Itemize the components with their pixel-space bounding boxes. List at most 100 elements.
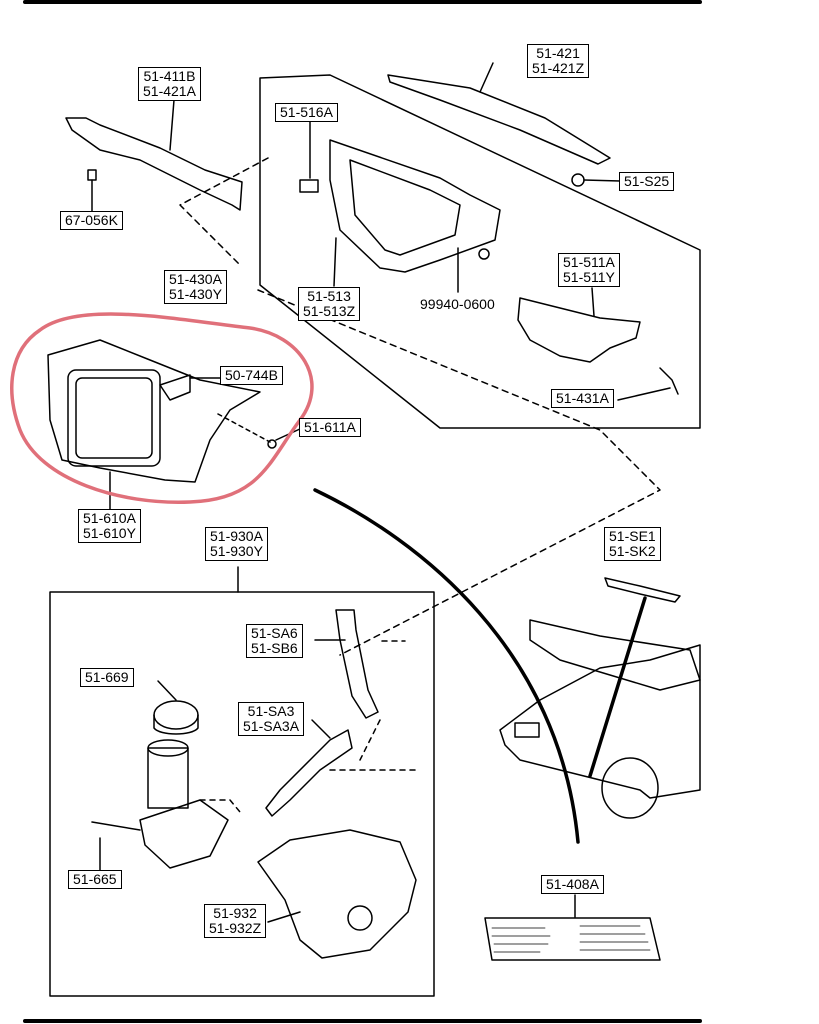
highlight-circle (10, 312, 314, 504)
part-number: 51-421A (143, 83, 196, 99)
part-label-51-516a: 51-516A (275, 103, 338, 122)
lamp-socket (299, 179, 319, 193)
part-number: 51-SA3A (243, 718, 300, 734)
leader-511a (591, 287, 595, 317)
leader-431a (617, 387, 671, 401)
part-label-51-611a: 51-611A (299, 418, 361, 437)
motor-cap (153, 700, 199, 730)
screw-99940 (478, 248, 490, 260)
part-number: 51-513Z (303, 303, 356, 319)
part-number: 51-932Z (209, 920, 262, 936)
part-number: 51-665 (73, 871, 117, 887)
part-number: 51-411B (143, 68, 196, 84)
part-label-50-744b: 50-744B (220, 366, 283, 385)
part-number: 51-930Y (210, 543, 263, 559)
lamp-housing-inner (349, 159, 461, 256)
screw-611a (267, 439, 277, 449)
part-number: 51-SK2 (609, 543, 656, 559)
leader-sa3 (311, 719, 331, 739)
leader-669 (157, 680, 177, 701)
car-wheel (601, 757, 659, 819)
label-plate (484, 917, 661, 961)
bolt-431a (659, 367, 679, 395)
part-number-99940: 99940-0600 (420, 296, 495, 312)
part-label-51-430a: 51-430A 51-430Y (164, 270, 227, 304)
part-number: 51-610Y (83, 525, 136, 541)
lamp-housing (329, 139, 501, 273)
motor-cap-side (153, 714, 199, 735)
leader-s25 (583, 179, 621, 182)
car-hood (529, 619, 701, 691)
link-sa6 (335, 609, 379, 719)
motor-body (147, 747, 189, 809)
part-number: 51-SA6 (251, 625, 298, 641)
seal-strip (604, 577, 681, 603)
part-label-51-421: 51-421 51-421Z (527, 44, 590, 78)
leader-513 (333, 237, 337, 287)
part-number: 51-669 (85, 669, 129, 685)
motor-bracket (257, 829, 417, 959)
part-number: 51-430Y (169, 286, 222, 302)
part-label-51-sa6: 51-SA6 51-SB6 (246, 624, 303, 658)
part-number: 51-431A (556, 390, 609, 406)
part-number: 51-610A (83, 510, 136, 526)
part-number: 51-SB6 (251, 640, 298, 656)
part-label-51-511a: 51-511A 51-511Y (558, 253, 620, 287)
clip-50-744b (159, 374, 191, 401)
part-number: 51-516A (280, 104, 333, 120)
leader-421 (479, 62, 494, 93)
part-number: 51-421 (536, 45, 580, 61)
part-label-51-s25: 51-S25 (619, 172, 675, 191)
headlamp-group-outline (259, 74, 701, 429)
garnish-lens-inner (75, 377, 153, 459)
arrow-curve-se1 (588, 596, 647, 778)
part-label-51-665: 51-665 (68, 870, 122, 889)
link-sa3 (265, 729, 353, 817)
car-body (499, 644, 701, 799)
mount-bracket (517, 297, 641, 363)
screw-axis (217, 413, 271, 443)
part-number: 51-408A (546, 876, 599, 892)
part-label-51-610a: 51-610A 51-610Y (78, 509, 141, 543)
part-number: 51-930A (210, 528, 263, 544)
part-number: 51-511Y (563, 269, 615, 285)
leader-932 (267, 911, 301, 923)
screw-67-056k (87, 169, 97, 181)
part-number: 51-932 (213, 905, 257, 921)
part-label-51-408a: 51-408A (541, 875, 604, 894)
car-headlamp-left (514, 722, 540, 738)
bracket-strip (65, 117, 243, 211)
part-number: 51-SA3 (247, 703, 295, 719)
part-label-51-sa3: 51-SA3 51-SA3A (238, 702, 305, 736)
bolt-665 (91, 821, 141, 831)
leader-411b (169, 99, 175, 151)
dashed-leader (199, 640, 421, 813)
part-label-67-056k: 67-056K (60, 211, 123, 230)
part-number: 51-S25 (624, 173, 670, 189)
motor-top (147, 739, 189, 757)
part-number: 67-056K (65, 212, 118, 228)
part-label-51-411b: 51-411B 51-421A (138, 67, 201, 101)
part-label-51-930a: 51-930A 51-930Y (205, 527, 268, 561)
part-number: 51-421Z (532, 60, 585, 76)
label-plate-text-lines (491, 925, 651, 953)
part-label-51-513: 51-513 51-513Z (298, 287, 361, 321)
garnish-lens (67, 369, 161, 467)
dashed-chain (179, 157, 661, 656)
garnish-body (47, 339, 261, 483)
part-number: 51-SE1 (609, 528, 656, 544)
part-number: 51-511A (563, 254, 615, 270)
part-label-51-431a: 51-431A (551, 389, 614, 408)
arrow-curve-main (313, 488, 580, 844)
part-label-51-932: 51-932 51-932Z (204, 904, 267, 938)
part-label-51-669: 51-669 (80, 668, 134, 687)
part-number: 50-744B (225, 367, 278, 383)
motor-group-outline (49, 591, 435, 997)
bracket-hole (347, 905, 373, 931)
part-number: 51-430A (169, 271, 222, 287)
cover-strip (387, 74, 611, 165)
part-label-51-se1: 51-SE1 51-SK2 (604, 527, 661, 561)
motor-base (139, 799, 229, 869)
